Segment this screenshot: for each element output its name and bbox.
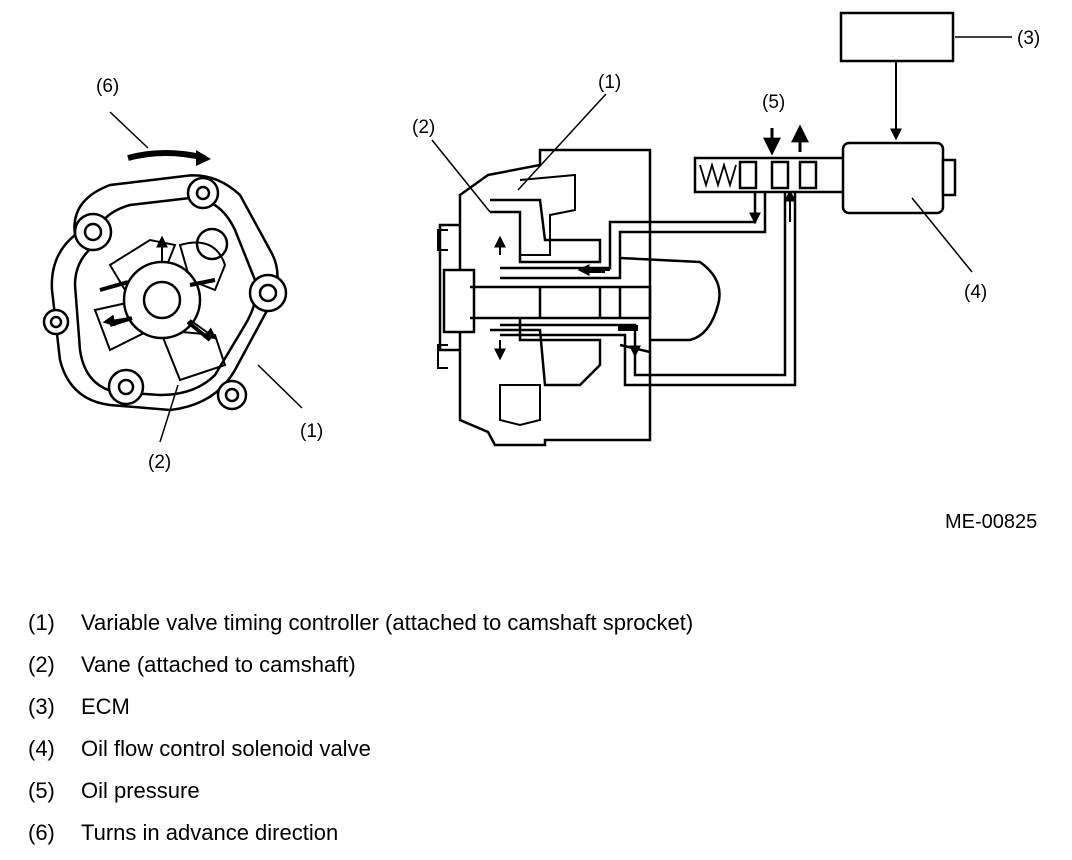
vvt-diagram: (6) (1) (2) (1) (2) (3) (4) (5) <box>42 11 1040 473</box>
bolt-bosses <box>42 176 288 411</box>
legend-list: (1) Variable valve timing controller (att… <box>28 608 693 860</box>
spool-valve-body <box>693 156 847 194</box>
controller-cross-section <box>437 11 957 447</box>
legend-item: (3) ECM <box>28 692 693 734</box>
callout-left-1: (1) <box>300 421 323 442</box>
callout-right-3: (3) <box>1017 28 1040 49</box>
legend-text: Oil flow control solenoid valve <box>81 736 371 761</box>
solenoid-body <box>841 141 945 215</box>
legend-item: (2) Vane (attached to camshaft) <box>28 650 693 692</box>
legend-number: (1) <box>28 610 55 635</box>
legend-text: Oil pressure <box>81 778 200 803</box>
legend-item: (6) Turns in advance direction <box>28 818 693 860</box>
controller-front-view <box>42 150 288 412</box>
callout-right-2: (2) <box>412 117 435 138</box>
spool-spring <box>699 161 737 189</box>
camshaft <box>470 285 652 320</box>
figure-code: ME-00825 <box>945 511 1038 533</box>
legend-text: Turns in advance direction <box>81 820 339 845</box>
callout-left-6: (6) <box>96 76 119 97</box>
legend-text: Variable valve timing controller (attach… <box>81 610 694 635</box>
callout-left-2: (2) <box>148 452 171 473</box>
legend-number: (3) <box>28 694 55 719</box>
legend-number: (2) <box>28 652 55 677</box>
legend-text: ECM <box>81 694 130 719</box>
callout-right-5: (5) <box>762 92 785 113</box>
legend-text: Vane (attached to camshaft) <box>81 652 356 677</box>
vane-hub <box>122 260 202 340</box>
legend-item: (1) Variable valve timing controller (att… <box>28 608 693 650</box>
legend-item: (5) Oil pressure <box>28 776 693 818</box>
advance-direction-arrow <box>127 150 206 161</box>
legend-item: (4) Oil flow control solenoid valve <box>28 734 693 776</box>
legend-number: (4) <box>28 736 55 761</box>
ecm-box <box>839 11 955 63</box>
legend-number: (5) <box>28 778 55 803</box>
oil-passage-retard <box>500 172 797 387</box>
callout-right-4: (4) <box>964 282 987 303</box>
callout-right-1: (1) <box>598 72 621 93</box>
legend-number: (6) <box>28 820 55 845</box>
